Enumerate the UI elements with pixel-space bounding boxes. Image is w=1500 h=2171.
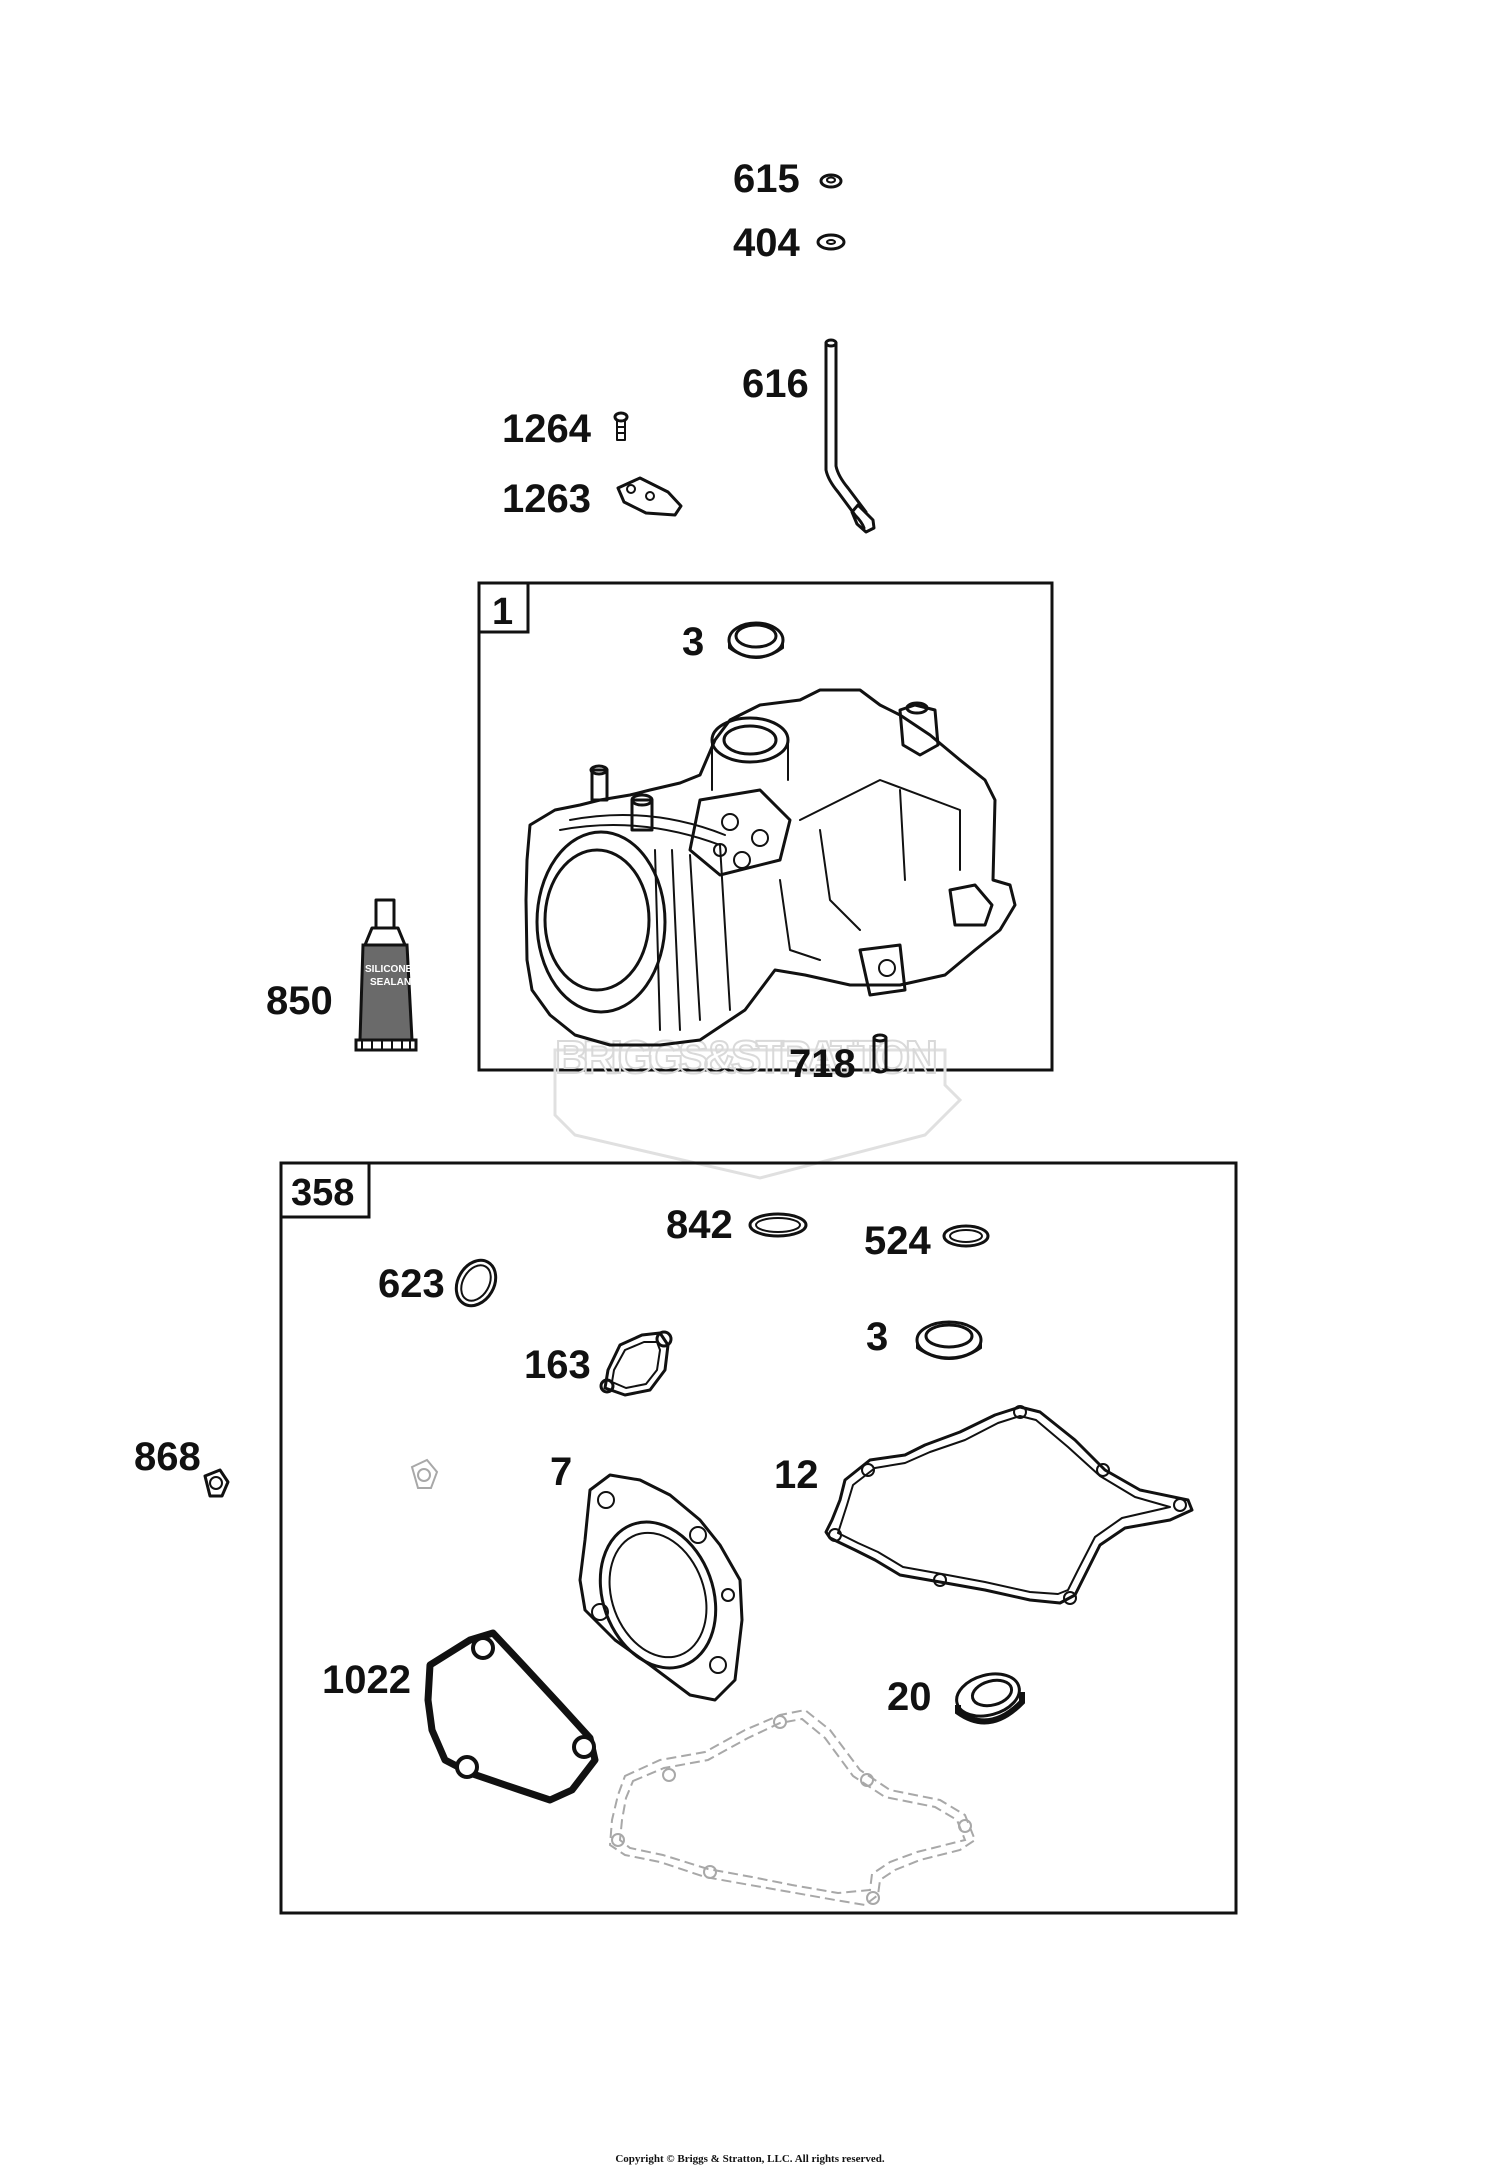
gasket-kit-box-tag <box>279 1161 371 1219</box>
callout-524: 524 <box>864 1219 931 1263</box>
callout-615: 615 <box>733 157 800 201</box>
gasket-kit-box-label: 358 <box>291 1172 354 1214</box>
part-623-o-ring <box>454 1258 498 1308</box>
callout-850: 850 <box>266 979 333 1023</box>
cylinder-box-tag <box>477 581 530 634</box>
part-20-oil-seal <box>955 1672 1025 1725</box>
part-163-gasket <box>599 1330 673 1397</box>
part-1022-valve-cover-gasket <box>424 1629 599 1804</box>
tube-label-line2: SEALANT <box>370 977 417 988</box>
part-850-sealant-tube: SILICONE SEALANT <box>354 898 418 1052</box>
callout-623: 623 <box>378 1262 445 1306</box>
part-842-o-ring <box>748 1212 808 1238</box>
part-718-dowel-pin <box>872 1033 888 1074</box>
tube-label-line1: SILICONE <box>365 964 413 975</box>
callout-3-kit: 3 <box>866 1315 888 1359</box>
ghost-crankcase-gasket <box>608 1708 977 1907</box>
gasket-kit-box <box>279 1161 1238 1915</box>
callout-1264: 1264 <box>502 407 592 451</box>
part-1263-bracket <box>616 476 683 517</box>
part-1264-screw <box>613 411 629 441</box>
part-12-crankcase-gasket <box>824 1405 1194 1605</box>
callout-163: 163 <box>524 1343 591 1387</box>
callout-868: 868 <box>134 1435 201 1479</box>
callout-616: 616 <box>742 362 809 406</box>
cylinder-box <box>477 581 1054 1072</box>
copyright-footer: Copyright © Briggs & Stratton, LLC. All … <box>615 2153 885 2165</box>
callout-20: 20 <box>887 1675 932 1719</box>
part-615-nut <box>819 173 843 189</box>
callout-12: 12 <box>774 1453 819 1497</box>
part-524-o-ring <box>942 1224 990 1248</box>
callout-1022: 1022 <box>322 1658 411 1702</box>
callout-1263: 1263 <box>502 477 591 521</box>
cylinder-block <box>524 688 1017 1047</box>
callout-842: 842 <box>666 1203 733 1247</box>
part-3-kit-oil-seal <box>915 1320 983 1360</box>
part-404-washer <box>816 233 846 251</box>
part-868-plug <box>203 1468 230 1498</box>
watermark-text: BRIGGS&STRATTON <box>555 1031 940 1083</box>
cylinder-box-label: 1 <box>492 591 513 633</box>
callout-3-top: 3 <box>682 620 704 664</box>
callout-7: 7 <box>550 1450 572 1494</box>
part-3-oil-seal <box>727 621 785 659</box>
callout-718: 718 <box>789 1042 856 1086</box>
part-616-dipstick-tube <box>824 338 876 534</box>
briggs-stratton-watermark: BRIGGS&STRATTON <box>553 1030 963 1180</box>
callout-404: 404 <box>733 221 800 265</box>
ghost-868-plug <box>410 1458 439 1489</box>
part-7-head-gasket <box>578 1473 744 1702</box>
